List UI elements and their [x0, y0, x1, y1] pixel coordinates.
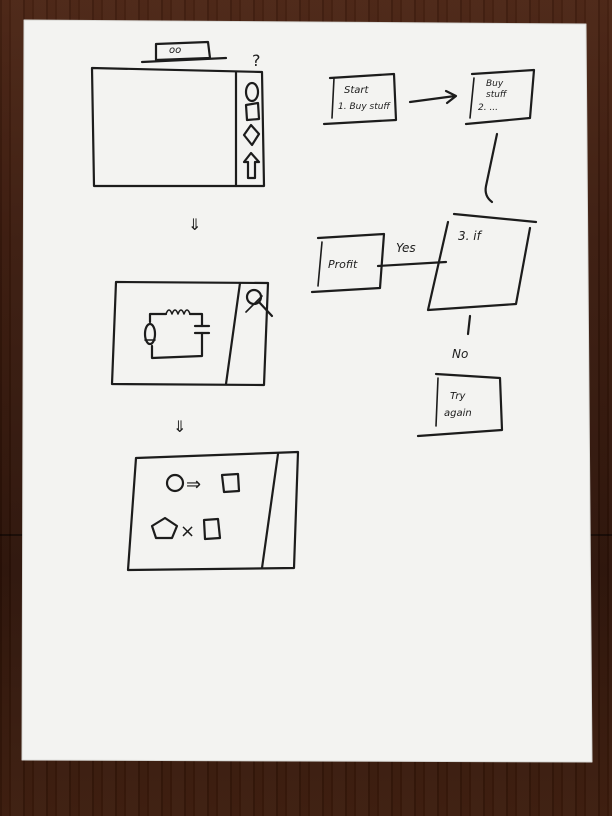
- arrow-start-to-buy: [408, 94, 457, 104]
- start-box-step: 1. Buy stuff: [338, 102, 391, 112]
- yes-label: Yes: [396, 241, 416, 255]
- buy-box: [464, 68, 536, 126]
- shape-square: [220, 472, 241, 494]
- yes-connector: [376, 260, 448, 268]
- magnifier-stroke: [245, 295, 263, 313]
- arrow-buy-to-decision: [484, 132, 499, 204]
- magnifier-handle: [257, 300, 274, 318]
- start-box: [322, 72, 398, 126]
- transition-arrow-1: ⇓: [188, 215, 201, 234]
- buy-box-step: 2. ...: [478, 103, 498, 113]
- shape-pentagon: [150, 516, 179, 540]
- no-connector: [466, 314, 472, 336]
- circuit-battery: [143, 322, 157, 346]
- start-box-title: Start: [344, 85, 370, 96]
- toolbar-tab-base: [140, 56, 228, 64]
- shape-multiply-sign: ×: [180, 521, 195, 542]
- shape-transform-arrow: ⇒: [186, 474, 201, 495]
- decision-box-top: [452, 212, 538, 224]
- sidebar-square-icon: [244, 101, 261, 122]
- buy-box-line1: Buy: [486, 79, 504, 89]
- profit-box-label: Profit: [328, 258, 358, 271]
- toolbar-tab-label: oo: [169, 45, 181, 56]
- sidebar-circle-icon: [244, 81, 260, 103]
- screen-mockup-main: oo ?: [90, 40, 266, 188]
- screen-mockup-circuit: [110, 280, 274, 387]
- circuit-resistor: [165, 309, 191, 315]
- decision-box-label: 3. if: [458, 229, 483, 243]
- shapes-screen-frame: [126, 450, 300, 572]
- try-again-box: [416, 372, 504, 438]
- try-again-line1: Try: [450, 391, 466, 402]
- no-label: No: [452, 347, 468, 361]
- buy-box-line2: stuff: [486, 90, 508, 100]
- sidebar-diamond-icon: [242, 123, 261, 147]
- help-question-mark: ?: [252, 51, 261, 70]
- main-screen-frame: [90, 66, 266, 188]
- circuit-diagram: [143, 309, 211, 360]
- screen-mockup-shapes: ⇒ ×: [126, 450, 300, 572]
- circuit-screen-frame: [110, 280, 270, 387]
- sidebar-up-arrow-icon: [242, 151, 261, 180]
- shapes-screen-sidebar-divider: [260, 452, 280, 570]
- paper-background: [21, 19, 593, 763]
- transition-arrow-2: ⇓: [173, 417, 186, 436]
- shape-square-2: [202, 517, 222, 541]
- profit-box: [310, 232, 386, 294]
- circuit-screen-sidebar-divider: [224, 281, 242, 386]
- decision-box: [426, 220, 532, 312]
- flowchart: Start 1. Buy stuff Buy stuff 2. ... 3. i…: [310, 68, 538, 438]
- shape-circle: [165, 473, 185, 493]
- try-again-line2: again: [444, 408, 472, 419]
